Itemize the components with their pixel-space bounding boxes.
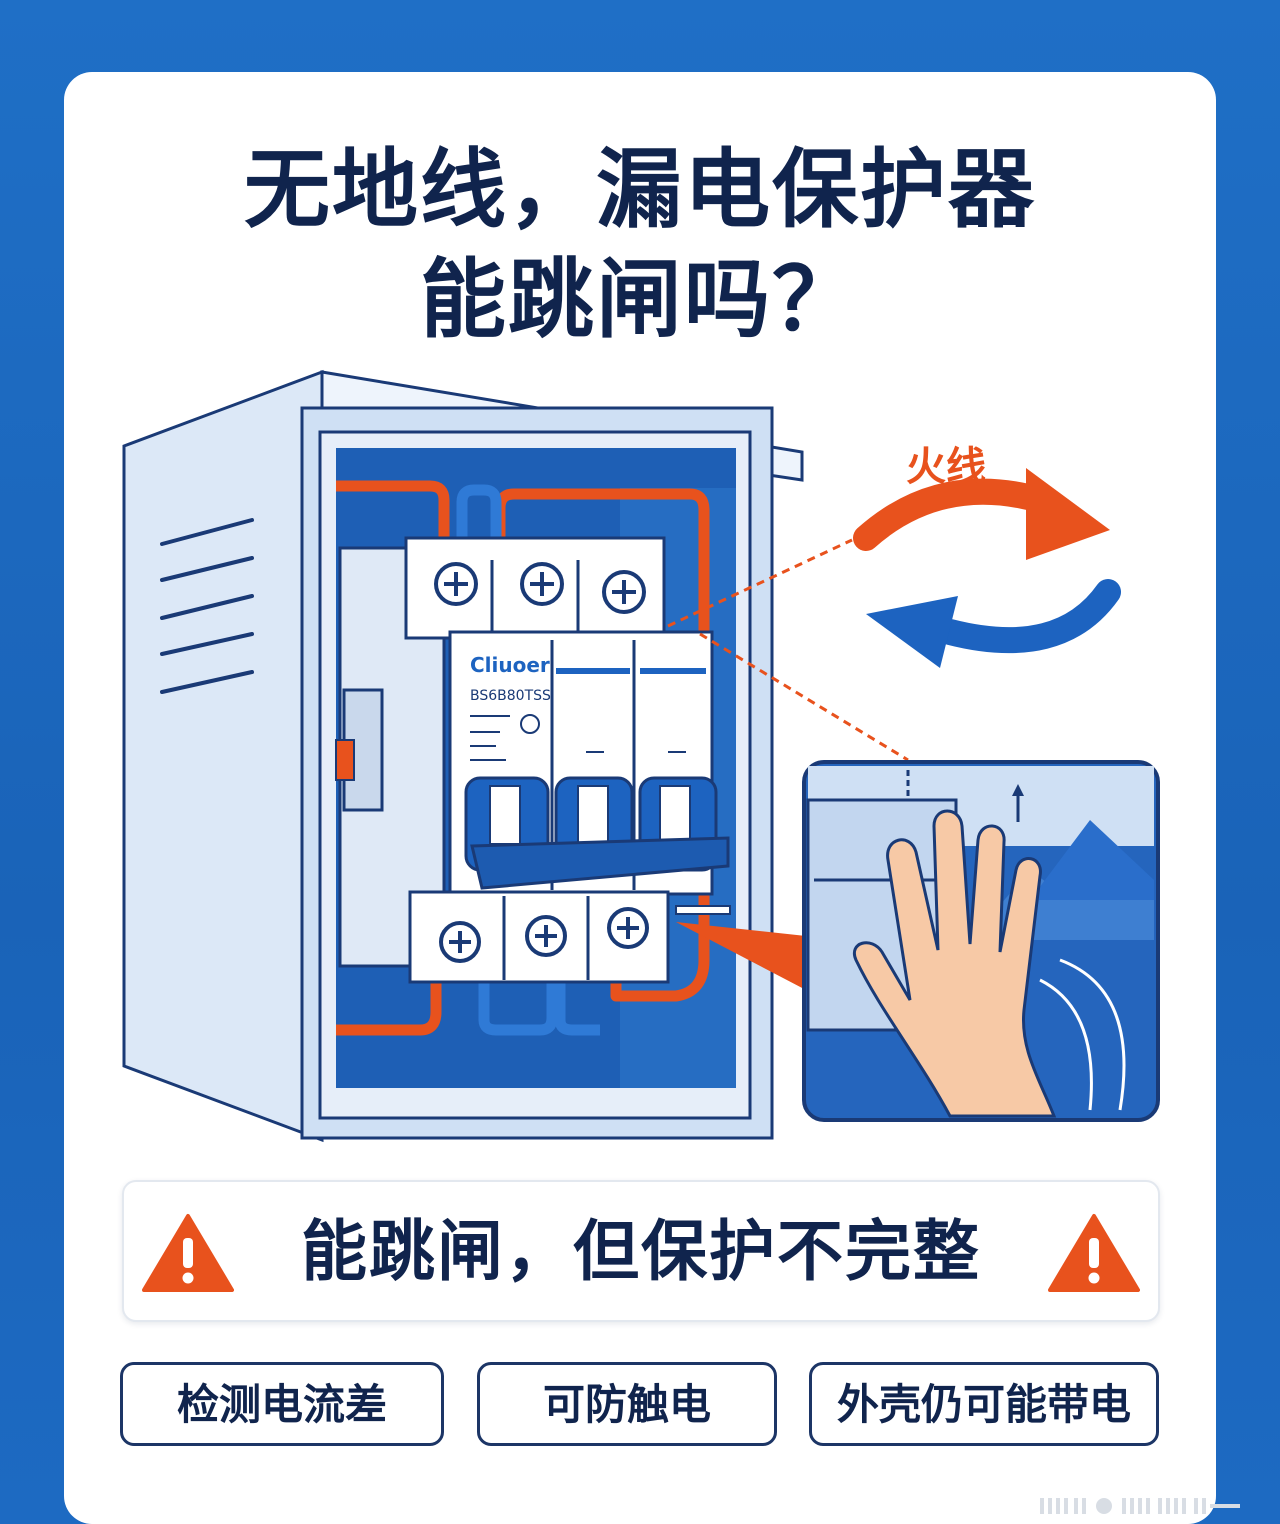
screw-icon-bottom	[439, 907, 649, 963]
feature-chip-detect-current: 检测电流差	[120, 1362, 444, 1446]
page-title-line2: 能跳闸吗？	[420, 250, 860, 350]
feature-chip-anti-shock: 可防触电	[477, 1362, 777, 1446]
vent-slots-icon	[160, 518, 254, 694]
live-wire-label: 火线	[906, 444, 986, 490]
feature-chip-housing-live: 外壳仍可能带电	[809, 1362, 1159, 1446]
breaker-toggle-handles	[464, 776, 730, 890]
hand-icon	[852, 809, 1057, 1118]
touch-inset-panel	[802, 760, 1160, 1122]
breaker-model-text: BS6B80TSS	[470, 688, 551, 704]
warning-icon	[142, 1214, 234, 1292]
test-button	[335, 739, 355, 781]
callout-dashed-lines	[667, 538, 909, 762]
circuit-breaker: Cliuoer BS6B80TSS	[335, 536, 730, 984]
watermark-logo	[1040, 1498, 1240, 1514]
neutral-arrow-head	[866, 596, 958, 668]
warning-icon	[1048, 1214, 1140, 1292]
answer-text: 能跳闸，但保护不完整	[301, 1213, 981, 1290]
answer-banner: 能跳闸，但保护不完整	[122, 1180, 1160, 1322]
neutral-wire-blue	[456, 484, 600, 1036]
page-title-line1: 无地线，漏电保护器	[244, 140, 1036, 240]
live-current-arrow	[853, 478, 1053, 551]
live-arrow-head	[1026, 468, 1110, 560]
breaker-brand-text: Cliuoer	[470, 653, 550, 677]
up-arrow-icon	[1012, 784, 1024, 822]
neutral-current-arrow	[937, 579, 1121, 654]
live-wire-orange	[336, 480, 710, 1036]
cabinet-side-panel	[122, 369, 324, 1143]
screw-icon	[434, 562, 646, 614]
leakage-beam	[676, 922, 806, 990]
